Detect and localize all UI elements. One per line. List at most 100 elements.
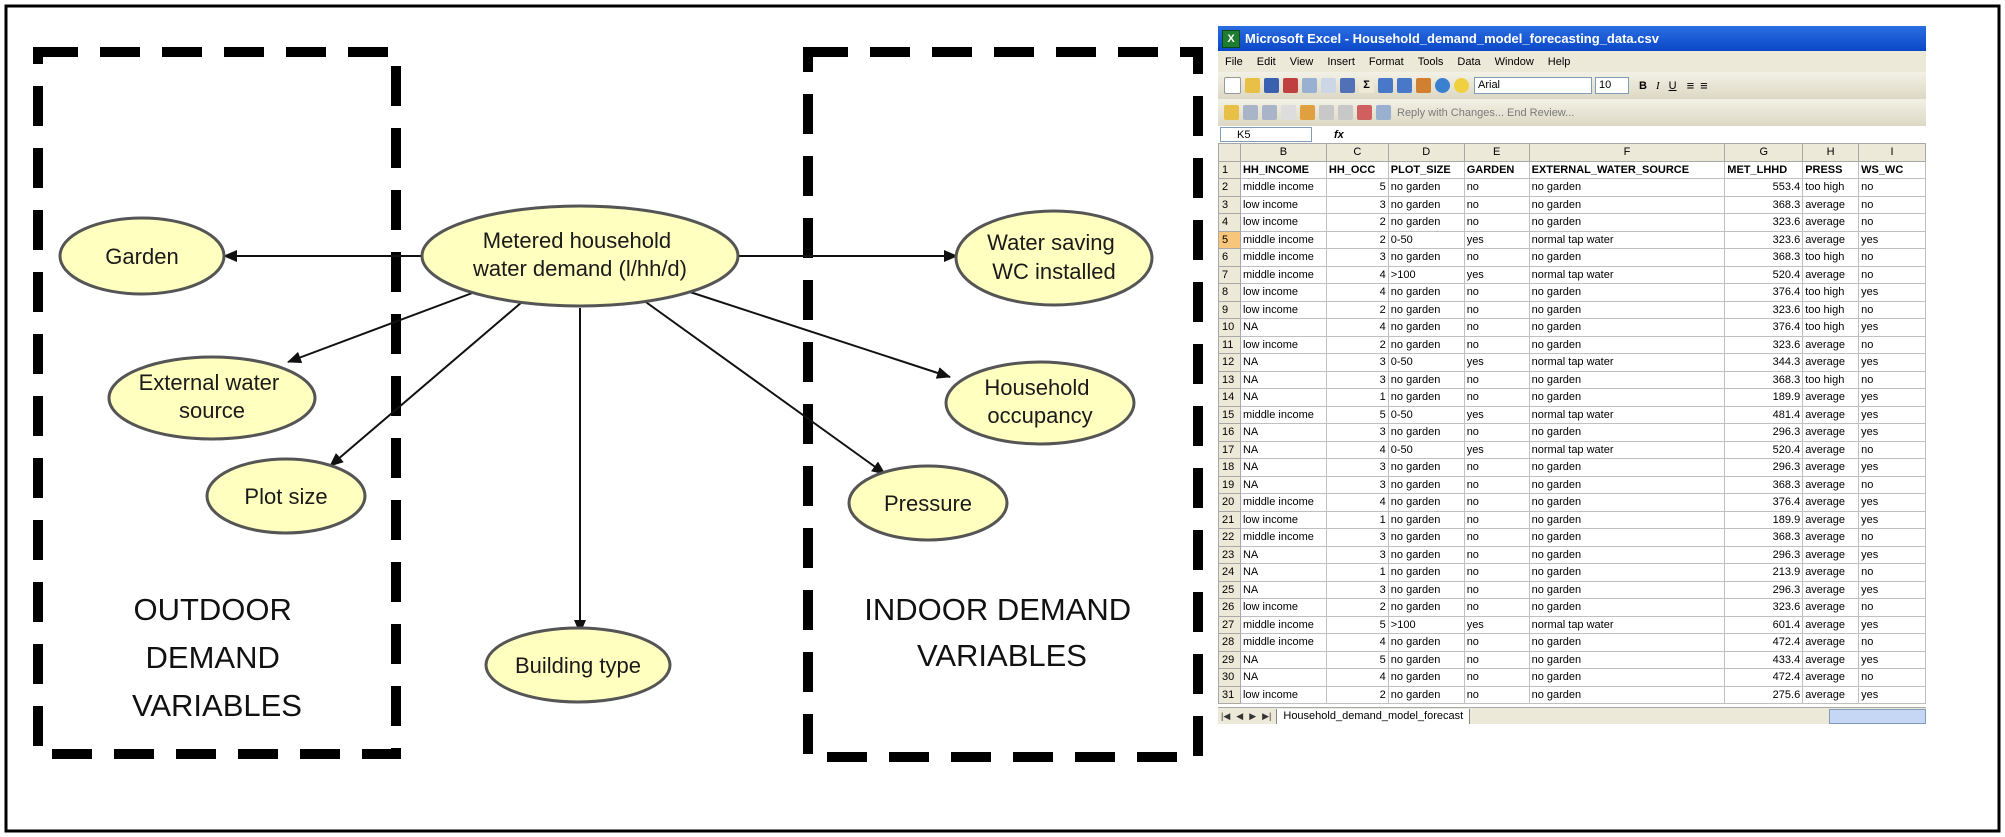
header-cell[interactable]: WS_WC (1858, 160, 1926, 179)
table-cell[interactable]: no garden (1528, 178, 1726, 197)
table-cell[interactable]: no (1463, 563, 1530, 582)
table-cell[interactable]: 601.4 (1724, 615, 1804, 634)
menu-window[interactable]: Window (1494, 55, 1534, 68)
table-cell[interactable]: average (1802, 563, 1860, 582)
table-cell[interactable]: no garden (1387, 388, 1465, 407)
table-cell[interactable]: NA (1239, 318, 1327, 337)
table-cell[interactable]: yes (1858, 493, 1926, 512)
table-cell[interactable]: no garden (1387, 458, 1465, 477)
row-number[interactable]: 15 (1218, 405, 1241, 424)
table-cell[interactable]: low income (1239, 283, 1327, 302)
row-number[interactable]: 28 (1218, 633, 1241, 652)
table-cell[interactable]: 3 (1325, 528, 1389, 547)
table-cell[interactable]: no (1858, 178, 1926, 197)
last-sheet-icon[interactable]: ▶| (1262, 711, 1272, 721)
table-cell[interactable]: low income (1239, 335, 1327, 354)
table-cell[interactable]: >100 (1387, 265, 1465, 284)
table-cell[interactable]: too high (1802, 178, 1860, 197)
table-cell[interactable]: no garden (1528, 580, 1726, 599)
smiley-icon[interactable] (1454, 78, 1469, 93)
table-cell[interactable]: average (1802, 388, 1860, 407)
row-number[interactable]: 3 (1218, 195, 1241, 214)
table-cell[interactable]: no garden (1387, 178, 1465, 197)
table-cell[interactable]: 3 (1325, 458, 1389, 477)
menu-view[interactable]: View (1289, 55, 1314, 68)
select-all-corner[interactable] (1218, 143, 1241, 162)
fx-icon[interactable]: fx (1334, 128, 1344, 141)
table-cell[interactable]: 4 (1325, 668, 1389, 687)
review-markup-icon[interactable] (1357, 105, 1372, 120)
table-cell[interactable]: normal tap water (1528, 440, 1726, 459)
table-cell[interactable]: average (1802, 580, 1860, 599)
table-cell[interactable]: 4 (1325, 265, 1389, 284)
table-cell[interactable]: no garden (1528, 633, 1726, 652)
table-cell[interactable]: too high (1802, 370, 1860, 389)
table-cell[interactable]: no (1858, 300, 1926, 319)
table-cell[interactable]: normal tap water (1528, 615, 1726, 634)
table-cell[interactable]: low income (1239, 510, 1327, 529)
table-cell[interactable]: average (1802, 650, 1860, 669)
table-cell[interactable]: no (1463, 633, 1530, 652)
table-cell[interactable]: no garden (1528, 685, 1726, 704)
table-cell[interactable]: no garden (1528, 510, 1726, 529)
table-cell[interactable]: no garden (1528, 545, 1726, 564)
table-cell[interactable]: 323.6 (1724, 300, 1804, 319)
table-cell[interactable]: no (1858, 335, 1926, 354)
table-cell[interactable]: yes (1858, 423, 1926, 442)
table-cell[interactable]: NA (1239, 668, 1327, 687)
row-number[interactable]: 11 (1218, 335, 1241, 354)
header-cell[interactable]: PRESS (1802, 160, 1860, 179)
font-name-select[interactable]: Arial (1474, 77, 1592, 94)
table-cell[interactable]: average (1802, 335, 1860, 354)
table-cell[interactable]: NA (1239, 458, 1327, 477)
row-number[interactable]: 27 (1218, 615, 1241, 634)
table-cell[interactable]: yes (1858, 650, 1926, 669)
table-cell[interactable]: 376.4 (1724, 493, 1804, 512)
table-cell[interactable]: no (1463, 668, 1530, 687)
table-cell[interactable]: low income (1239, 195, 1327, 214)
table-cell[interactable]: 0-50 (1387, 230, 1465, 249)
table-cell[interactable]: no garden (1387, 283, 1465, 302)
sort-descending-icon[interactable] (1397, 78, 1412, 93)
save-icon[interactable] (1264, 78, 1279, 93)
table-cell[interactable]: yes (1858, 615, 1926, 634)
table-cell[interactable]: no garden (1387, 423, 1465, 442)
table-cell[interactable]: average (1802, 405, 1860, 424)
col-header-g[interactable]: G (1724, 143, 1804, 162)
row-number[interactable]: 14 (1218, 388, 1241, 407)
horizontal-scrollbar[interactable] (1829, 709, 1926, 724)
row-number[interactable]: 25 (1218, 580, 1241, 599)
table-cell[interactable]: average (1802, 668, 1860, 687)
table-cell[interactable]: average (1802, 493, 1860, 512)
table-cell[interactable]: yes (1858, 405, 1926, 424)
table-cell[interactable]: NA (1239, 580, 1327, 599)
table-cell[interactable]: average (1802, 528, 1860, 547)
table-cell[interactable]: no garden (1387, 195, 1465, 214)
table-cell[interactable]: normal tap water (1528, 230, 1726, 249)
review-edit-icon[interactable] (1300, 105, 1315, 120)
table-cell[interactable]: no (1463, 598, 1530, 617)
table-cell[interactable]: no garden (1528, 475, 1726, 494)
table-cell[interactable]: middle income (1239, 405, 1327, 424)
table-cell[interactable]: NA (1239, 545, 1327, 564)
bold-icon[interactable]: B (1639, 79, 1647, 92)
table-cell[interactable]: too high (1802, 248, 1860, 267)
table-cell[interactable]: no (1463, 580, 1530, 599)
table-cell[interactable]: no (1463, 650, 1530, 669)
table-cell[interactable]: 344.3 (1724, 353, 1804, 372)
table-cell[interactable]: 472.4 (1724, 668, 1804, 687)
table-cell[interactable]: 2 (1325, 685, 1389, 704)
table-cell[interactable]: 553.4 (1724, 178, 1804, 197)
row-number[interactable]: 30 (1218, 668, 1241, 687)
table-cell[interactable]: too high (1802, 318, 1860, 337)
underline-icon[interactable]: U (1668, 79, 1677, 92)
col-header-d[interactable]: D (1387, 143, 1465, 162)
new-icon[interactable] (1224, 77, 1241, 94)
table-cell[interactable]: too high (1802, 283, 1860, 302)
header-cell[interactable]: PLOT_SIZE (1387, 160, 1465, 179)
table-cell[interactable]: no garden (1528, 423, 1726, 442)
table-cell[interactable]: average (1802, 230, 1860, 249)
row-number[interactable]: 10 (1218, 318, 1241, 337)
table-cell[interactable]: 296.3 (1724, 580, 1804, 599)
table-cell[interactable]: no garden (1387, 300, 1465, 319)
